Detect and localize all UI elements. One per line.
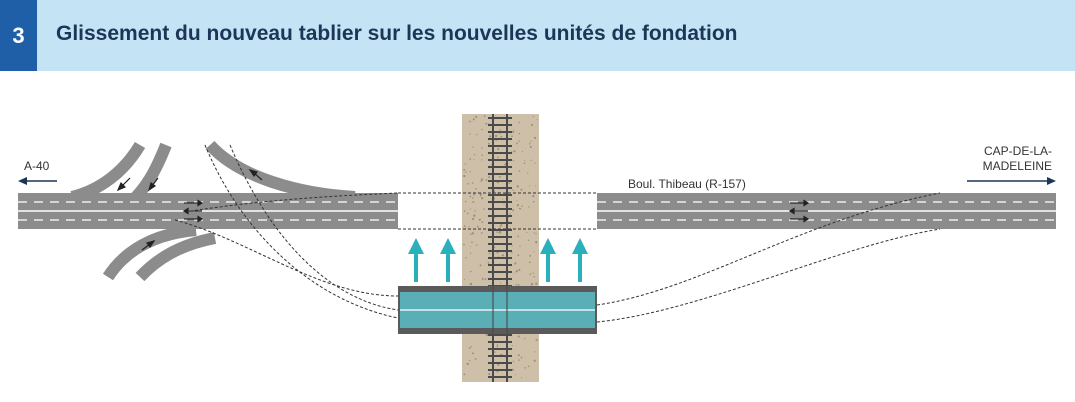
detour-paths (174, 144, 941, 323)
rail-ballast (462, 114, 539, 382)
lane-arrow (147, 177, 159, 192)
lane-arrow (141, 239, 156, 251)
road-west-segment (18, 193, 398, 229)
east-direction-label-line2: MADELEINE (983, 159, 1052, 173)
title-bar (37, 0, 1075, 71)
lane-arrow (184, 215, 204, 223)
arrow-right-icon (967, 177, 1056, 185)
lane-arrow (184, 199, 204, 207)
lane-arrow (248, 168, 263, 181)
ramp-nw-outer (70, 141, 146, 203)
ramp-sw-outer (102, 224, 197, 281)
push-arrows (408, 238, 588, 282)
arrow-up-icon (408, 238, 424, 282)
arrow-left-icon (18, 177, 57, 185)
step-number: 3 (12, 22, 25, 48)
road-east-segment (597, 193, 1056, 229)
lane-arrow (788, 207, 808, 215)
arrow-up-icon (540, 238, 556, 282)
arrow-up-icon (440, 238, 456, 282)
lane-arrow (182, 207, 202, 215)
section-header: 3 Glissement du nouveau tablier sur les … (0, 0, 1075, 71)
construction-diagram: A-40 Boul. Thibeau (R-157) CAP-DE-LA- MA… (18, 114, 1056, 382)
lane-arrow (116, 177, 131, 192)
rail-over-deck (492, 286, 508, 334)
lane-direction-arrows (116, 168, 810, 251)
lane-arrow (790, 215, 810, 223)
new-deck (398, 286, 597, 334)
ramp-sw-inner (135, 232, 217, 282)
arrow-up-icon (572, 238, 588, 282)
deck-target-outline (398, 192, 597, 230)
rail-corridor (462, 114, 539, 382)
road-name-label: Boul. Thibeau (R-157) (628, 177, 746, 191)
west-direction-label: A-40 (24, 159, 50, 173)
east-direction-label-line1: CAP-DE-LA- (984, 144, 1052, 158)
section-title: Glissement du nouveau tablier sur les no… (56, 22, 738, 45)
lane-arrow (790, 199, 810, 207)
step-number-badge: 3 (0, 0, 37, 71)
ramp-ne (205, 140, 356, 203)
interchange-ramps (70, 140, 356, 282)
